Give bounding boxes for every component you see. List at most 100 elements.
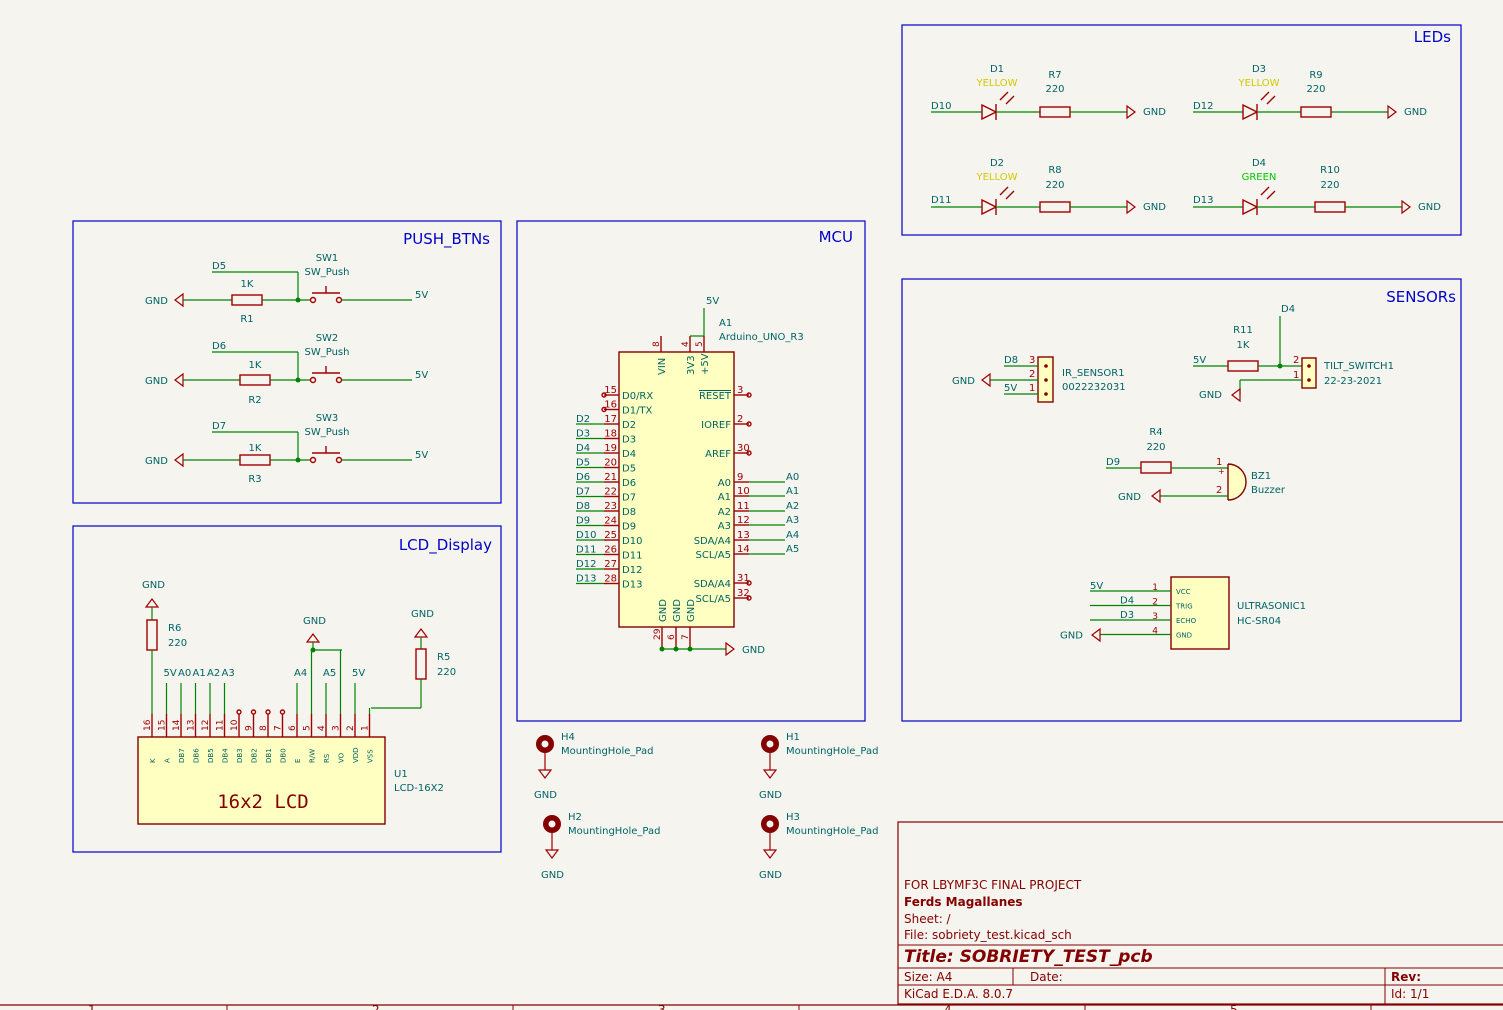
res-value: 1K [249, 360, 262, 371]
pin-name: AREF [705, 449, 731, 460]
pin-nc [746, 580, 752, 586]
gnd-label: GND [534, 790, 557, 801]
gnd-label: GND [1418, 202, 1441, 213]
net-label: D11 [931, 195, 951, 206]
push-button-sw1[interactable]: D5 GND 5V SW1 SW_Push 1K R1 [145, 253, 428, 325]
page-border: 1 2 3 4 5 [0, 1003, 1503, 1010]
pin-name: D8 [622, 507, 636, 518]
pin-number: 11 [737, 501, 750, 512]
pin-number: 10 [737, 486, 750, 497]
tilt-switch[interactable]: D4 5V R11 1K 2 1 GND TILT_SWITCH1 22-23-… [1193, 304, 1394, 403]
mcu-value: Arduino_UNO_R3 [719, 332, 804, 343]
pin-name: D2 [622, 420, 636, 431]
5v-label: 5V [1193, 355, 1206, 366]
net-label: D9 [1106, 457, 1120, 468]
5v-label: 5V [415, 450, 428, 461]
pin-name: E [294, 759, 302, 763]
led-circuit-d2[interactable]: D11 GND D2 YELLOW R8 220 [931, 158, 1166, 216]
ir-ref: IR_SENSOR1 [1062, 368, 1125, 379]
frames: LEDs PUSH_BTNs MCU SENSORs LCD_Display [72, 24, 1462, 853]
ir-sensor[interactable]: D8 5V 3 2 1 GND IR_SENSOR1 0022232031 [952, 355, 1126, 403]
led-ref: D4 [1252, 158, 1266, 169]
pin-number: 2 [1293, 355, 1299, 366]
pin-name: D12 [622, 565, 642, 576]
pin-name: DB2 [251, 748, 259, 763]
net-label: A3 [786, 515, 799, 526]
pin-number: 7 [274, 725, 284, 731]
led-circuit-d4[interactable]: D13 GND D4 GREEN R10 220 [1193, 158, 1441, 216]
res-ref: R8 [1048, 165, 1061, 176]
mounting-hole-h3[interactable]: GND H3 MountingHole_Pad [759, 812, 878, 881]
pin-name: GND [672, 599, 683, 622]
hole-value: MountingHole_Pad [786, 746, 878, 757]
res-ref: R5 [437, 652, 450, 663]
net-label: D11 [576, 545, 596, 556]
net-label: D10 [576, 530, 596, 541]
pin-number: 12 [737, 515, 750, 526]
net-label: A1 [193, 668, 206, 679]
pin-number: 1 [1293, 370, 1299, 381]
sensors-frame [901, 278, 1462, 722]
pin-name: D5 [622, 464, 636, 475]
push-button-sw2[interactable]: D6 GND 5V SW2 SW_Push 1K R2 [145, 333, 428, 406]
pin-number: 10 [230, 719, 240, 731]
res-value: 220 [1320, 180, 1339, 191]
pin-name: GND [658, 599, 669, 622]
pin-number: 16 [143, 719, 153, 731]
pin-number: 15 [604, 385, 617, 396]
pin-number: 2 [346, 725, 356, 731]
pin-name: R/W [309, 749, 317, 763]
net-label: A5 [323, 668, 336, 679]
lcd-display[interactable]: 16x2 LCD U1 LCD-16X2 16K15A5V14DB7A013DB… [137, 580, 456, 825]
5v-label: 5V [415, 290, 428, 301]
res-value: 220 [168, 638, 187, 649]
gnd-label: GND [742, 645, 765, 656]
pin-number: 2 [737, 414, 743, 425]
leds-title: LEDs [1414, 28, 1451, 46]
title-block-rev: Rev: [1391, 970, 1421, 984]
pin-number: 3 [1152, 612, 1158, 622]
pin-number: 13 [187, 720, 197, 731]
gnd-label: GND [303, 616, 326, 627]
net-label: D10 [931, 101, 951, 112]
pin-name: A3 [718, 521, 731, 532]
net-label: A1 [786, 486, 799, 497]
pin-nc [236, 709, 242, 715]
pin-name: DB0 [280, 748, 288, 763]
net-label: A5 [786, 544, 799, 555]
mounting-hole-h2[interactable]: GND H2 MountingHole_Pad [541, 812, 660, 881]
net-label: D13 [1193, 195, 1213, 206]
tilt-value: 22-23-2021 [1324, 376, 1382, 387]
push-button-sw3[interactable]: D7 GND 5V SW3 SW_Push 1K R3 [145, 413, 428, 485]
pin-number: 21 [604, 472, 617, 483]
pin-name: DB5 [207, 748, 215, 763]
net-label: D13 [576, 574, 596, 585]
led-circuit-d1[interactable]: D10 GND D1 YELLOW R7 220 [931, 64, 1166, 121]
pin-number: 29 [653, 628, 663, 640]
pin-name: D6 [622, 478, 636, 489]
net-label: D2 [576, 414, 590, 425]
pin-number: 6 [288, 725, 298, 731]
pin-number: 31 [737, 573, 750, 584]
mounting-hole-h4[interactable]: GND H4 MountingHole_Pad [534, 732, 653, 801]
gnd-label: GND [145, 456, 168, 467]
pin-name: DB1 [265, 748, 273, 763]
sw-ref: SW1 [316, 253, 339, 264]
buzzer[interactable]: R4 220 D9 1 2 + GND BZ1 Buzzer [1106, 427, 1286, 504]
pin-number: 1 [361, 725, 371, 731]
net-label: D12 [1193, 101, 1213, 112]
res-value: 1K [241, 279, 254, 290]
res-ref: R11 [1233, 325, 1253, 336]
led-circuit-d3[interactable]: D12 GND D3 YELLOW R9 220 [1193, 64, 1427, 121]
pin-number: 24 [604, 516, 617, 527]
net-label: D7 [212, 421, 226, 432]
pin-name: VDD [352, 747, 360, 763]
mounting-hole-h1[interactable]: GND H1 MountingHole_Pad [759, 732, 878, 801]
net-label: 5V [1004, 383, 1017, 394]
pin-name: D11 [622, 551, 642, 562]
net-label: D8 [1004, 355, 1018, 366]
net-label: A4 [786, 530, 799, 541]
